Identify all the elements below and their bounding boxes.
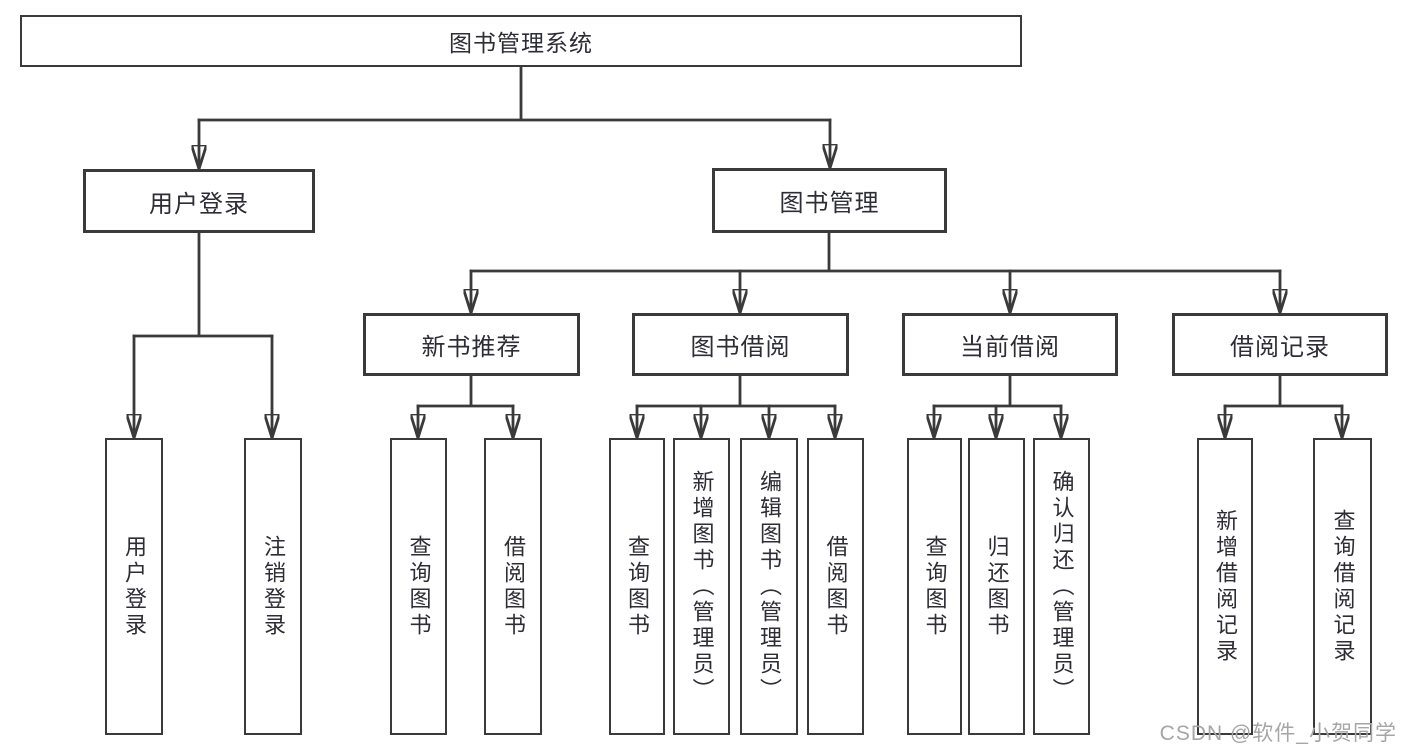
node-borrow-add-book-admin: 新增图书（管理员） xyxy=(673,438,730,735)
node-user-login-branch: 用户登录 xyxy=(83,169,315,233)
node-borrow-borrow-book: 借阅图书 xyxy=(807,438,864,735)
node-recommend-query-book: 查询图书 xyxy=(390,438,447,735)
node-current-query-book: 查询图书 xyxy=(907,438,962,735)
node-records-add-record: 新增借阅记录 xyxy=(1197,438,1253,735)
node-new-book-recommend: 新书推荐 xyxy=(363,313,580,376)
node-logout-leaf: 注销登录 xyxy=(244,438,302,735)
node-borrow-records: 借阅记录 xyxy=(1172,313,1388,376)
node-recommend-borrow-book: 借阅图书 xyxy=(484,438,542,735)
node-current-return-book: 归还图书 xyxy=(968,438,1025,735)
connector-trunks xyxy=(132,65,1344,408)
node-book-management-branch: 图书管理 xyxy=(712,168,947,233)
node-records-query-record: 查询借阅记录 xyxy=(1313,438,1372,735)
node-borrow-edit-book-admin: 编辑图书（管理员） xyxy=(740,438,798,735)
node-current-borrow: 当前借阅 xyxy=(902,313,1118,376)
node-current-confirm-return-admin: 确认归还（管理员） xyxy=(1033,438,1090,735)
node-user-login-leaf: 用户登录 xyxy=(105,438,163,735)
watermark-text: CSDN @软件_小贺同学 xyxy=(1159,722,1397,745)
node-library-system-root: 图书管理系统 xyxy=(20,15,1022,67)
node-book-borrow: 图书借阅 xyxy=(632,313,849,376)
node-borrow-query-book: 查询图书 xyxy=(609,438,665,735)
